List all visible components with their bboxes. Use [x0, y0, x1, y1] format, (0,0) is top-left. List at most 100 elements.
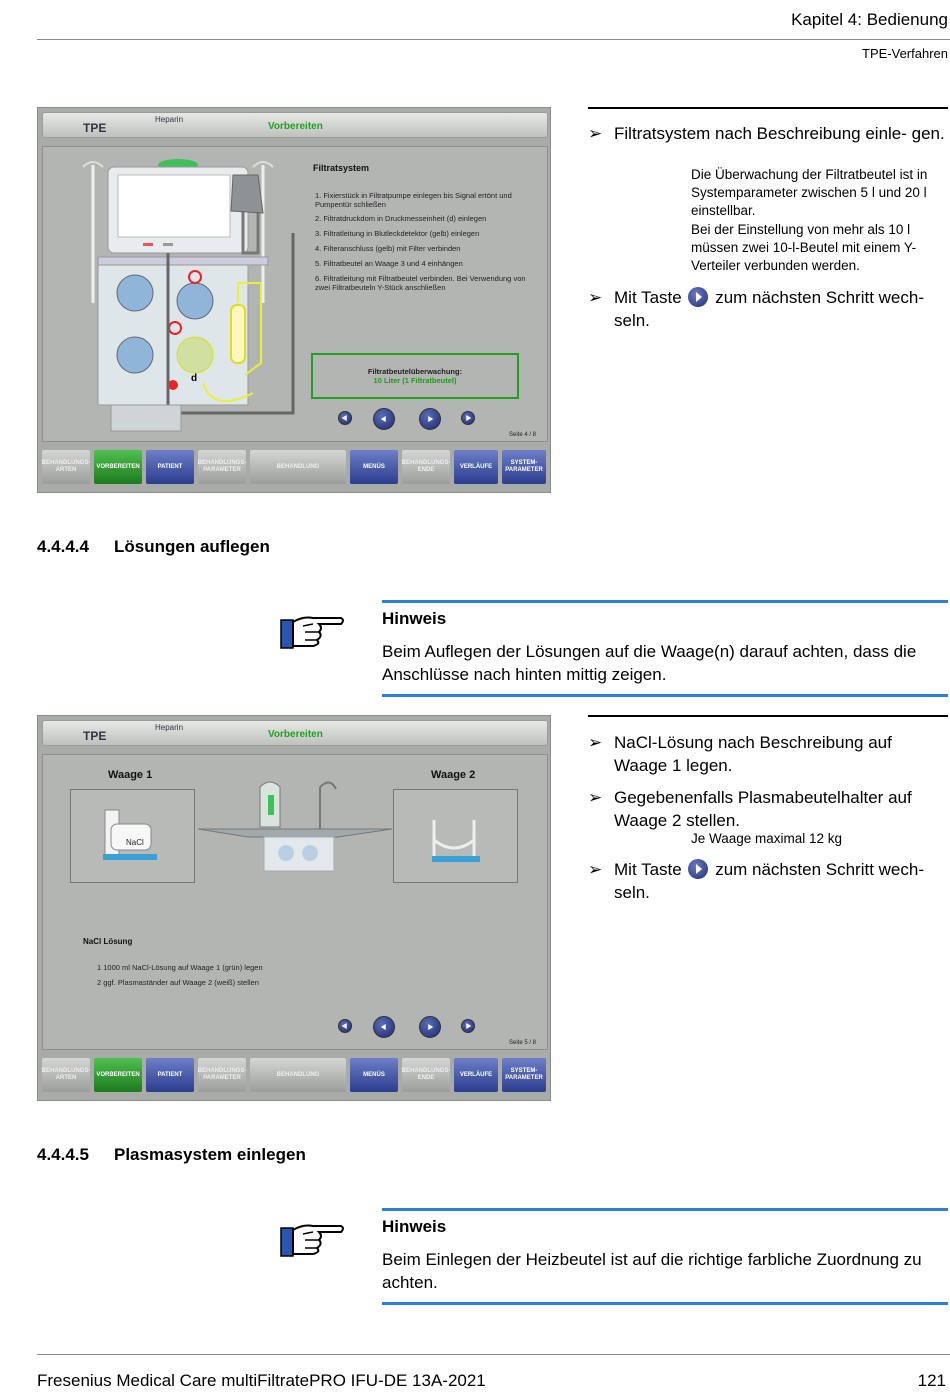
last-page-button[interactable] [461, 1019, 475, 1033]
instruction-item: 1 1000 ml NaCl-Lösung auf Waage 1 (grün)… [97, 963, 263, 972]
footer-rule [37, 1354, 950, 1355]
chapter-subtitle: TPE-Verfahren [862, 46, 948, 61]
screenshot-solutions: TPE Heparin Vorbereiten Waage 1 Waage 2 … [37, 715, 551, 1101]
nav-menus[interactable]: MENÜS [350, 1058, 398, 1092]
nacl-bag-illustration [103, 809, 157, 860]
nacl-label: NaCl [126, 838, 144, 847]
monitor-value: 10 Liter (1 Filtratbeutel) [373, 376, 457, 385]
rule [588, 107, 948, 109]
nav-treatment-end[interactable]: BEHANDLUNGS-ENDE [402, 450, 450, 484]
screen-content-panel: Waage 1 Waage 2 NaCl NaCl [42, 754, 548, 1050]
heparin-label: Heparin [155, 115, 184, 124]
next-button[interactable] [419, 408, 441, 430]
hint-body: Beim Auflegen der Lösungen auf die Waage… [382, 642, 917, 684]
hint-rule-top [382, 600, 948, 603]
hint-title: Hinweis [382, 609, 447, 628]
hint-title: Hinweis [382, 1217, 447, 1236]
screen-nav-bar: BEHANDLUNGS-ARTEN VORBEREITEN PATIENT BE… [40, 1056, 548, 1098]
arrow-icon: ➢ [588, 288, 603, 307]
nav-treatment[interactable]: BEHANDLUNG [250, 1058, 346, 1092]
pointing-hand-icon [280, 616, 344, 649]
machine-illustration: d [82, 159, 295, 432]
step-label: Vorbereiten [268, 729, 323, 740]
step-bullet: ➢ NaCl-Lösung nach Beschreibung auf Waag… [588, 733, 892, 775]
section-number: 4.4.4.5 [37, 1145, 89, 1164]
instruction-item: 3. Filtratleitung in Blutleckdetektor (g… [315, 229, 480, 238]
hint-rule-bottom [382, 1302, 948, 1305]
plasma-holder-illustration [432, 820, 480, 862]
nav-history[interactable]: VERLÄUFE [454, 450, 498, 484]
prev-button[interactable] [373, 1016, 395, 1038]
page-indicator: Seite 4 / 8 [509, 432, 537, 438]
screen-content-panel: d Filtratsystem 1. Fixierstück in Filtra… [42, 146, 548, 442]
instruction-item: 1. Fixierstück in Filtratpumpe einlegen … [315, 191, 512, 209]
nav-system-params[interactable]: SYSTEM-PARAMETER [502, 1058, 546, 1092]
instruction-item: 2. Filtratdruckdom in Druckmesseinheit (… [315, 214, 487, 223]
monitor-label: Filtratbeutelüberwachung: [367, 367, 463, 376]
scale2-panel[interactable] [393, 789, 518, 883]
arrow-icon: ➢ [588, 860, 603, 879]
hint-rule-top [382, 1208, 948, 1211]
nav-treatment-end[interactable]: BEHANDLUNGS-ENDE [402, 1058, 450, 1092]
step-bullet: ➢ Mit Taste zum nächsten Schritt wech- s… [588, 287, 924, 330]
instruction-title: NaCl Lösung [83, 937, 133, 946]
last-page-button[interactable] [461, 411, 475, 425]
mode-label: TPE [83, 121, 107, 135]
page-number: 121 [917, 1371, 946, 1390]
note-max-weight: Je Waage maximal 12 kg [691, 831, 843, 846]
scale1-panel[interactable]: NaCl [70, 789, 195, 883]
first-page-button[interactable] [338, 1019, 352, 1033]
arrow-icon: ➢ [588, 733, 603, 752]
note-y-connector: Bei der Einstellung von mehr als 10 l mü… [691, 222, 917, 273]
rule [588, 715, 948, 717]
instruction-list: 1. Fixierstück in Filtratpumpe einlegen … [315, 191, 535, 292]
screenshot-filtratsystem: TPE Heparin Vorbereiten [37, 107, 551, 493]
label-d: d [191, 373, 197, 384]
section-number: 4.4.4.4 [37, 537, 89, 556]
arrow-icon: ➢ [588, 788, 603, 807]
pointing-hand-icon [280, 1224, 344, 1257]
footer-text: Fresenius Medical Care multiFiltratePRO … [37, 1371, 486, 1390]
machine-overview-illustration [198, 781, 392, 872]
nav-treatment-params[interactable]: BEHANDLUNGS-PARAMETER [198, 450, 246, 484]
instruction-item: 4. Filteranschluss (gelb) mit Filter ver… [315, 244, 461, 253]
next-button[interactable] [419, 1016, 441, 1038]
step-label: Vorbereiten [268, 121, 323, 132]
mode-label: TPE [83, 729, 107, 743]
nav-treatment-types[interactable]: BEHANDLUNGS-ARTEN [42, 450, 90, 484]
nav-patient[interactable]: PATIENT [146, 450, 194, 484]
nav-history[interactable]: VERLÄUFE [454, 1058, 498, 1092]
scale1-label: Waage 1 [108, 769, 153, 781]
instruction-item: 5. Filtratbeutel an Waage 3 und 4 einhän… [315, 259, 463, 268]
instruction-item: 2 ggf. Plasmaständer auf Waage 2 (weiß) … [97, 978, 259, 987]
nav-patient[interactable]: PATIENT [146, 1058, 194, 1092]
next-step-icon [688, 859, 709, 879]
hint-body: Beim Einlegen der Heizbeutel ist auf die… [382, 1250, 922, 1292]
first-page-button[interactable] [338, 411, 352, 425]
nav-treatment-types[interactable]: BEHANDLUNGS-ARTEN [42, 1058, 90, 1092]
nav-prepare[interactable]: VORBEREITEN [94, 450, 142, 484]
section-title: Plasmasystem einlegen [114, 1145, 306, 1164]
page-indicator: Seite 5 / 8 [509, 1040, 537, 1046]
instruction-item: 6. Filtratleitung mit Filtratbeutel verb… [315, 274, 526, 292]
nav-system-params[interactable]: SYSTEM-PARAMETER [502, 450, 546, 484]
prev-button[interactable] [373, 408, 395, 430]
nav-prepare[interactable]: VORBEREITEN [94, 1058, 142, 1092]
nav-treatment-params[interactable]: BEHANDLUNGS-PARAMETER [198, 1058, 246, 1092]
step-bullet: ➢ Filtratsystem nach Beschreibung einle-… [588, 124, 945, 143]
nav-menus[interactable]: MENÜS [350, 450, 398, 484]
hint-rule-bottom [382, 694, 948, 697]
step-bullet: ➢ Gegebenenfalls Plasmabeutelhalter auf … [588, 788, 912, 830]
screen-title-bar: TPE Heparin Vorbereiten [42, 720, 548, 746]
scale2-label: Waage 2 [431, 769, 476, 781]
screen-title-bar: TPE Heparin Vorbereiten [42, 112, 548, 138]
note-monitoring: Die Überwachung der Filtratbeutel ist in… [691, 167, 928, 218]
filtrate-monitor-box[interactable]: Filtratbeutelüberwachung: 10 Liter (1 Fi… [311, 353, 519, 399]
header-rule [37, 39, 950, 40]
screen-nav-bar: BEHANDLUNGS-ARTEN VORBEREITEN PATIENT BE… [40, 448, 548, 490]
instruction-title: Filtratsystem [313, 163, 370, 173]
arrow-icon: ➢ [588, 124, 603, 143]
heparin-label: Heparin [155, 723, 184, 732]
chapter-heading: Kapitel 4: Bedienung [791, 10, 948, 29]
nav-treatment[interactable]: BEHANDLUNG [250, 450, 346, 484]
